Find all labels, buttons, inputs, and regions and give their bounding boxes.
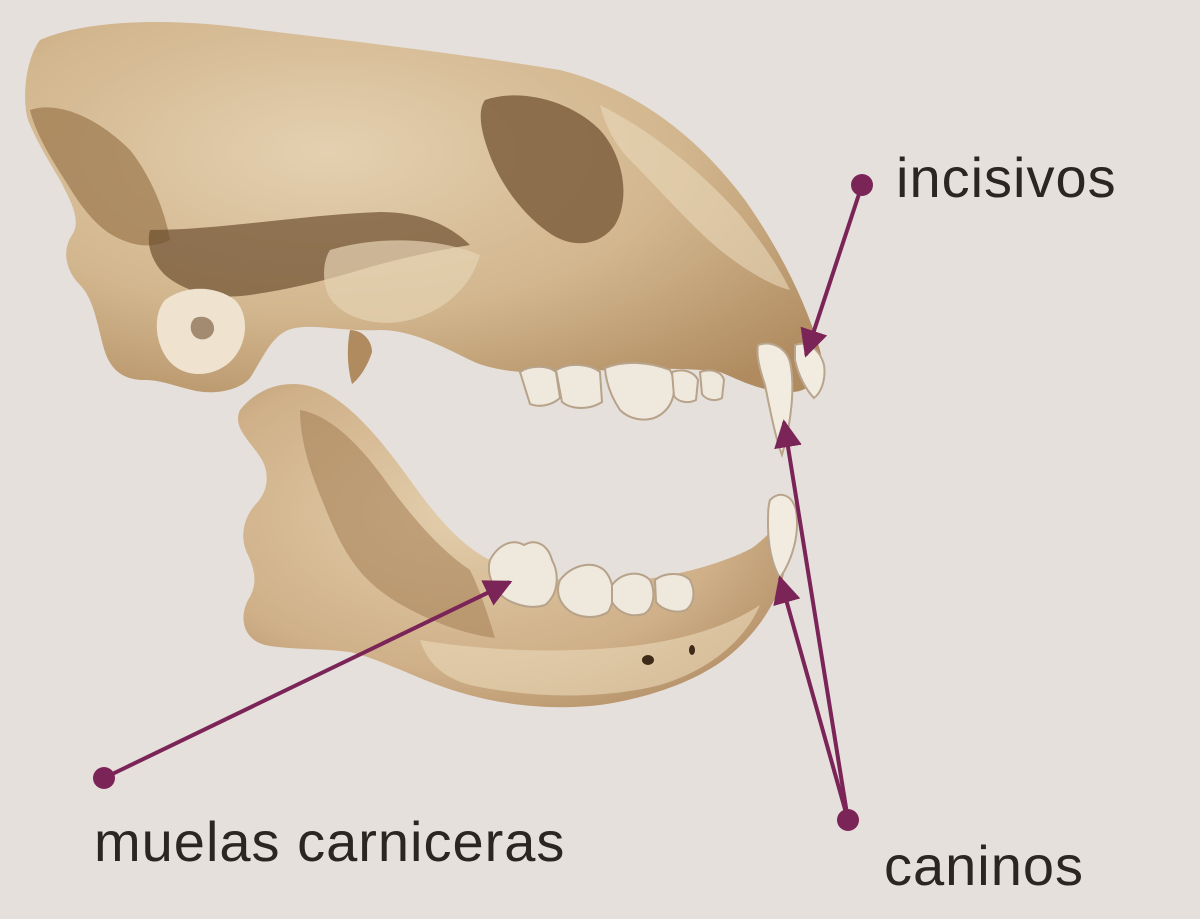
label-caninos: caninos xyxy=(884,838,1084,894)
label-incisivos: incisivos xyxy=(896,150,1117,206)
pointer-dot-muelas xyxy=(93,767,115,789)
lower-teeth xyxy=(489,542,694,617)
pointer-incisivos xyxy=(806,185,862,355)
upper-teeth xyxy=(520,363,724,420)
mental-foramen xyxy=(642,655,654,665)
mental-foramen-small xyxy=(689,645,695,655)
pointer-dot-incisivos xyxy=(851,174,873,196)
pointer-dot-caninos xyxy=(837,809,859,831)
label-muelas-carniceras: muelas carniceras xyxy=(94,814,565,870)
jugular-process xyxy=(348,330,372,384)
